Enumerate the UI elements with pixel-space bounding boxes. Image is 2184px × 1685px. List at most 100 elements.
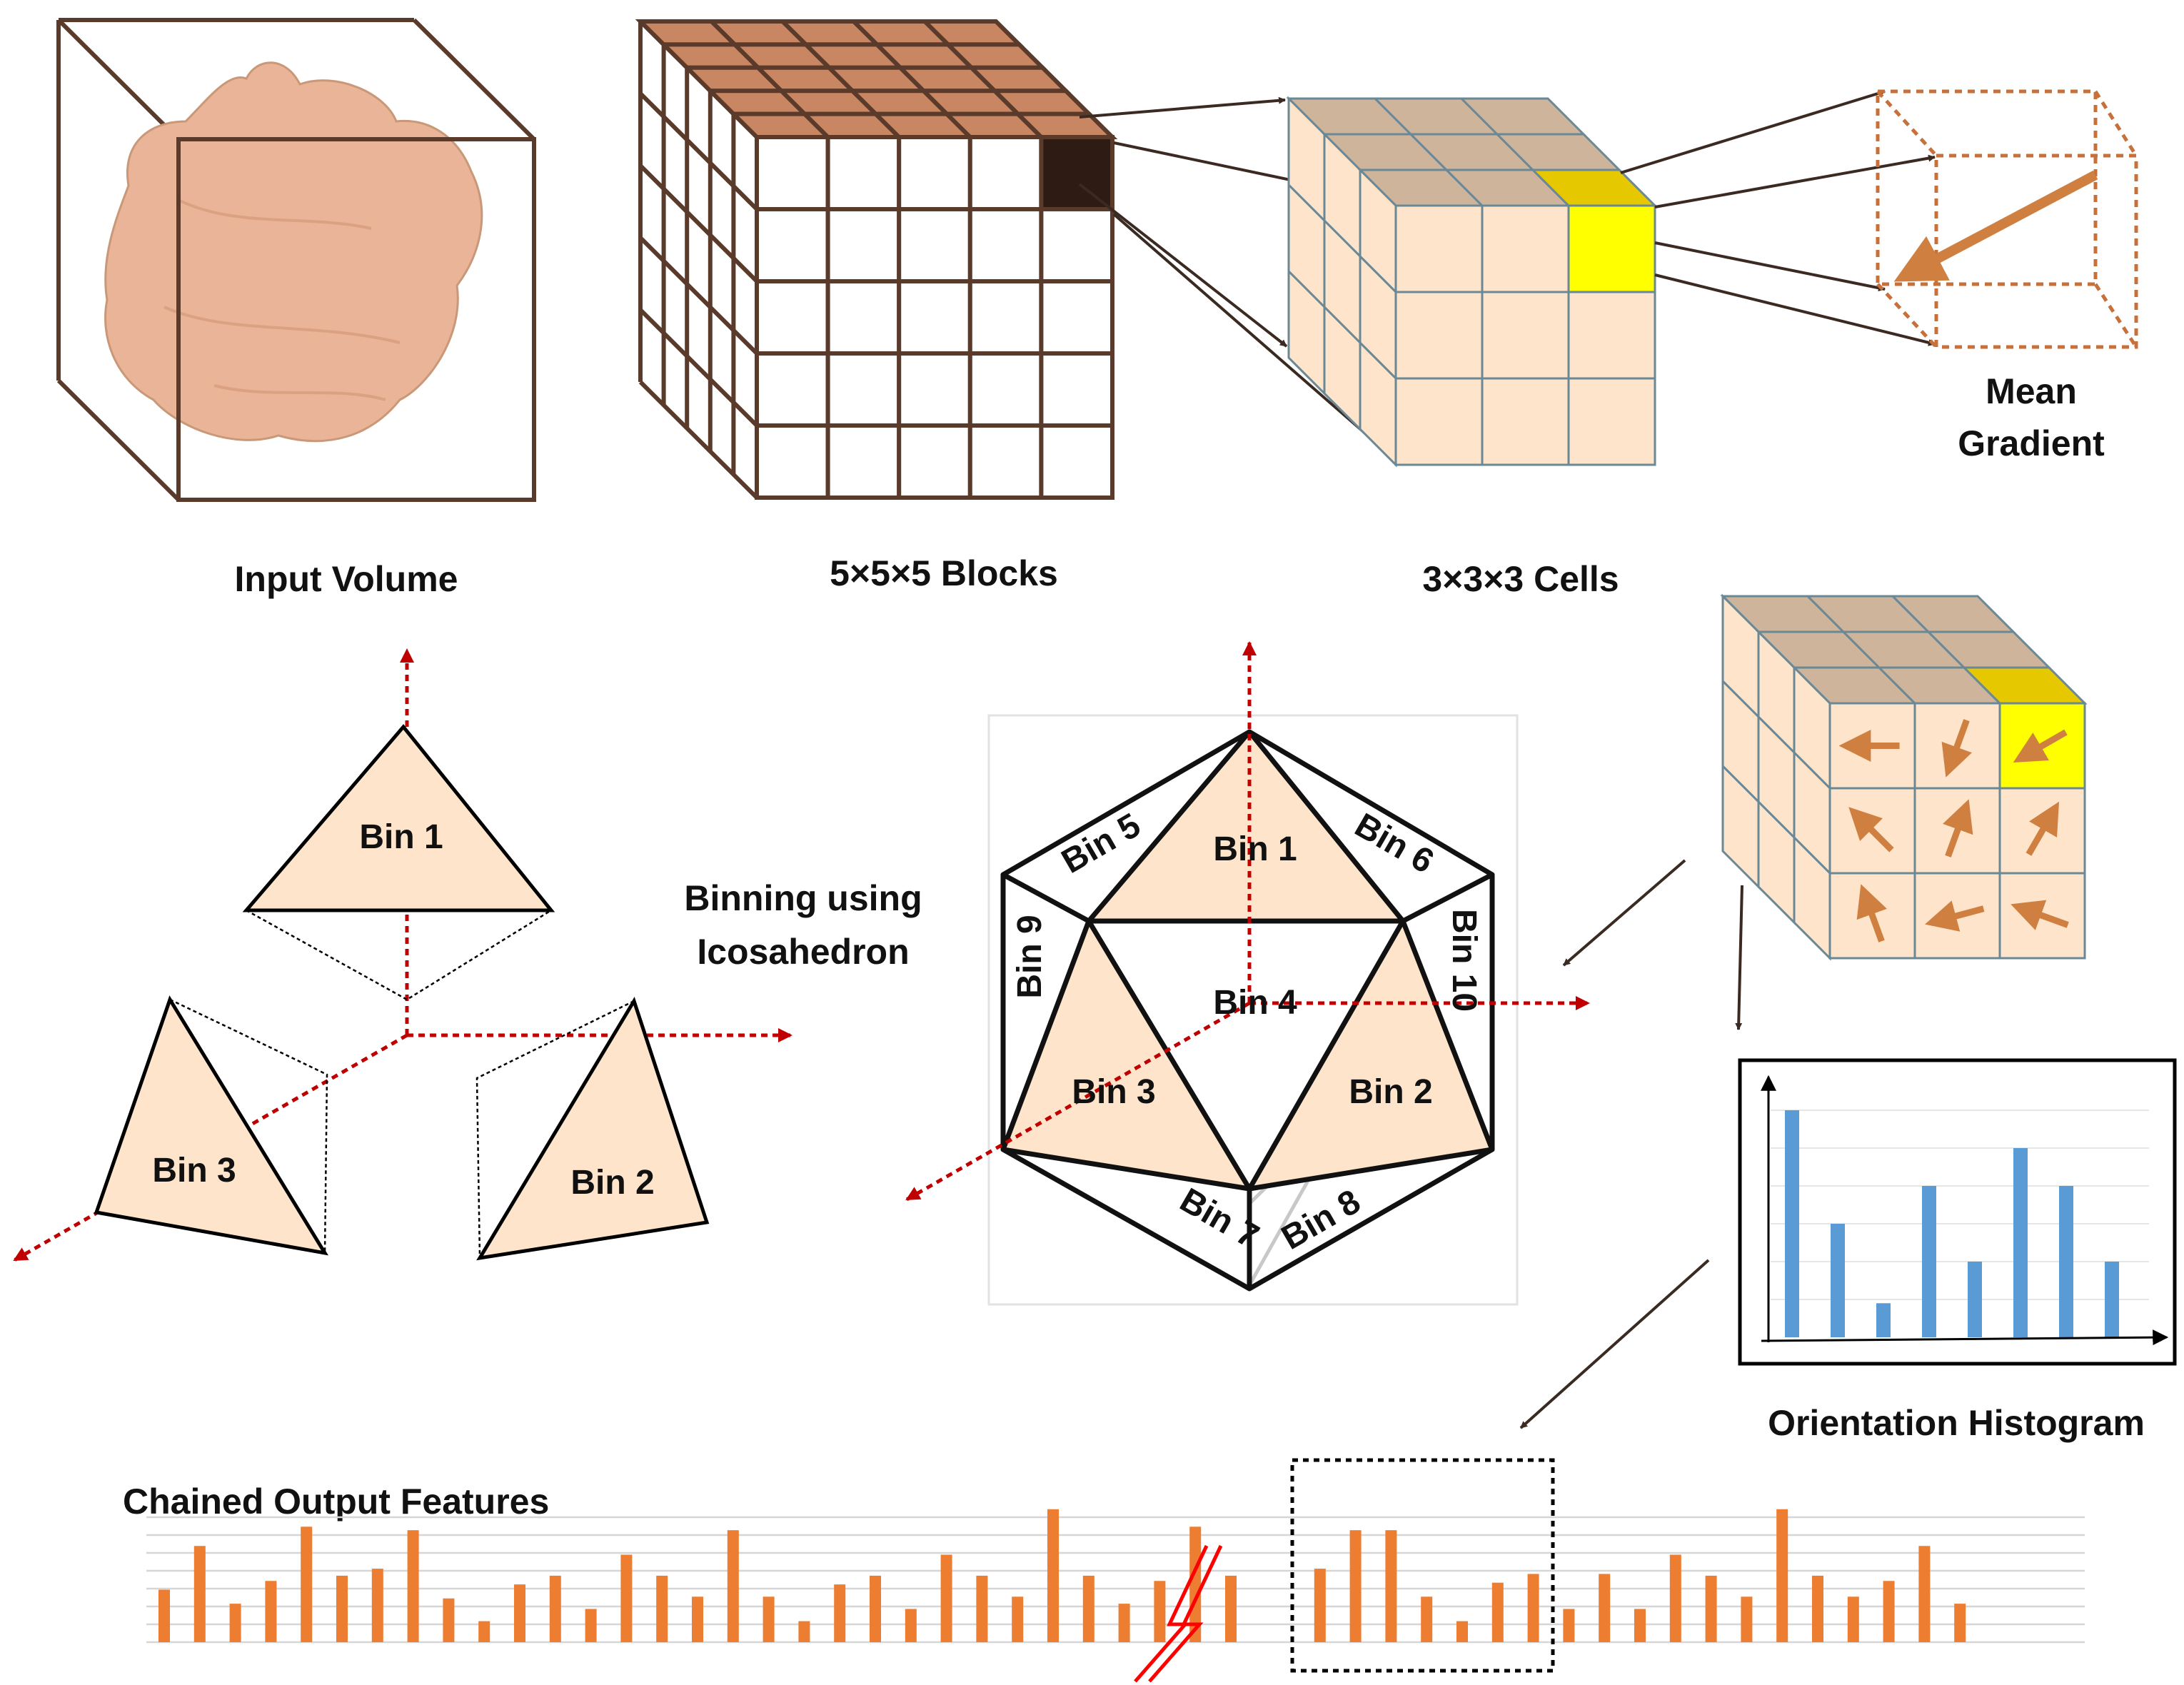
feature-bar xyxy=(193,1546,206,1642)
block-front-cell xyxy=(967,279,1044,356)
cube-front-cell xyxy=(1567,291,1656,380)
feature-bar xyxy=(549,1575,561,1642)
feature-bar xyxy=(301,1526,313,1642)
block-front-cell xyxy=(755,207,830,283)
block-side-line xyxy=(638,236,759,356)
gradient-arrow xyxy=(1943,799,1973,857)
feature-bar xyxy=(1349,1530,1362,1642)
feature-bar xyxy=(1954,1604,1966,1642)
histogram-bar xyxy=(1968,1262,1982,1337)
feature-bar xyxy=(763,1596,775,1642)
feature-bar xyxy=(1669,1554,1681,1642)
ico-bin-2-label: Bin 2 xyxy=(1349,1073,1432,1111)
block-front-cell xyxy=(967,207,1044,283)
histogram-x-axis xyxy=(1761,1329,2169,1346)
gradient-arrow xyxy=(2011,900,2069,930)
tetra-axes xyxy=(13,648,792,1262)
gradient-arrow xyxy=(1925,900,1985,932)
tumor-blob-shape xyxy=(104,61,483,443)
block-side-line xyxy=(638,380,759,500)
block-front-cell xyxy=(897,135,972,211)
histogram-bar xyxy=(2013,1148,2028,1337)
feature-bar xyxy=(620,1554,633,1642)
gradient-arrow xyxy=(2013,729,2068,763)
feature-bar xyxy=(1741,1596,1753,1642)
feature-bar xyxy=(1154,1581,1166,1642)
feature-bar xyxy=(940,1554,952,1642)
tetra-bin-1-label: Bin 1 xyxy=(359,818,443,856)
block-front-cell xyxy=(897,351,972,428)
feature-bar xyxy=(1776,1509,1788,1642)
feature-bar xyxy=(1047,1509,1059,1642)
input-volume-panel: Input Volume xyxy=(56,18,536,599)
block-front-cell xyxy=(967,135,1044,211)
feature-bar xyxy=(585,1609,597,1642)
feature-bar xyxy=(870,1575,881,1642)
feature-bars xyxy=(158,1509,1966,1642)
chained-output-features-label: Chained Output Features xyxy=(123,1482,549,1521)
ico-face-bin-2 xyxy=(1249,921,1492,1189)
icosahedron-edges xyxy=(1000,729,1495,1292)
input-volume-cube-front xyxy=(59,18,536,502)
ico-face-bin-4 xyxy=(1089,921,1403,1189)
icosahedron-panel: Bin 1 Bin 4 Bin 3 Bin 2 Bin 5 Bin 6 Bin … xyxy=(905,641,1590,1306)
feature-bar xyxy=(1189,1526,1202,1642)
block-front-cell xyxy=(825,279,902,356)
feature-bar xyxy=(1225,1575,1237,1642)
block-front-cell xyxy=(755,135,830,211)
feature-bar xyxy=(727,1530,739,1642)
feature-bar xyxy=(656,1575,668,1642)
block-front-cell xyxy=(755,351,830,428)
feature-bar xyxy=(371,1569,383,1642)
block-side-line xyxy=(638,164,759,283)
cell-to-gradient-arrows xyxy=(1620,89,1936,346)
feature-bar xyxy=(834,1584,846,1642)
block-front-cell xyxy=(1039,279,1115,356)
ico-face-bin-1 xyxy=(1089,732,1403,921)
feature-bar xyxy=(1705,1575,1717,1642)
histogram-bars xyxy=(1785,1110,2119,1337)
block-front-cell xyxy=(967,423,1044,500)
tetra-bin-2: Bin 2 xyxy=(475,997,710,1261)
block-front-cell xyxy=(897,279,972,356)
cube-front-cell xyxy=(1394,377,1484,466)
block-front-cell xyxy=(825,135,902,211)
tetra-bin-1: Bin 1 xyxy=(242,724,555,1001)
block-front-cell xyxy=(1039,351,1115,428)
cube-front-cell xyxy=(1481,377,1570,466)
binning-label-line2: Icosahedron xyxy=(697,932,909,972)
cube-front-cell xyxy=(1567,377,1656,466)
mean-gradient-panel: Mean Gradient xyxy=(1876,89,2138,463)
feature-bar xyxy=(478,1621,490,1642)
gradient-cells-cube xyxy=(1720,593,2088,961)
highlighted-feature-window xyxy=(1290,1458,1555,1673)
feature-bar xyxy=(514,1584,525,1642)
feature-bar xyxy=(1082,1575,1094,1642)
histogram-bar xyxy=(1922,1186,1936,1337)
cells-label: 3×3×3 Cells xyxy=(1422,559,1619,599)
tetra-bin-3: Bin 3 xyxy=(94,995,329,1256)
feature-bar xyxy=(1118,1604,1130,1642)
gradient-arrow xyxy=(1856,884,1887,942)
tetra-bin-2-label: Bin 2 xyxy=(570,1164,654,1202)
chained-features-panel: Chained Output Features xyxy=(123,1458,2085,1683)
orientation-histogram-panel: Orientation Histogram xyxy=(1738,1058,2177,1443)
block-front-cell xyxy=(825,351,902,428)
orientation-histogram-label: Orientation Histogram xyxy=(1768,1403,2145,1443)
feature-bar xyxy=(1918,1546,1931,1642)
feature-bar xyxy=(1456,1621,1468,1642)
input-volume-cube xyxy=(56,18,181,502)
blocks-label: 5×5×5 Blocks xyxy=(830,553,1058,593)
cells-panel: 3×3×3 Cells xyxy=(1286,96,1658,599)
gradient-cells-panel xyxy=(1720,593,2088,961)
block-front-cell xyxy=(825,207,902,283)
feature-bar xyxy=(1599,1574,1611,1642)
block-side-line xyxy=(638,91,759,211)
feature-bar xyxy=(1847,1596,1859,1642)
feature-bar xyxy=(976,1575,988,1642)
feature-bar xyxy=(1421,1596,1433,1642)
feature-bar xyxy=(158,1589,170,1642)
feature-bar xyxy=(1812,1575,1823,1642)
feature-bar xyxy=(798,1621,810,1642)
gradient-arrow xyxy=(2026,801,2060,856)
